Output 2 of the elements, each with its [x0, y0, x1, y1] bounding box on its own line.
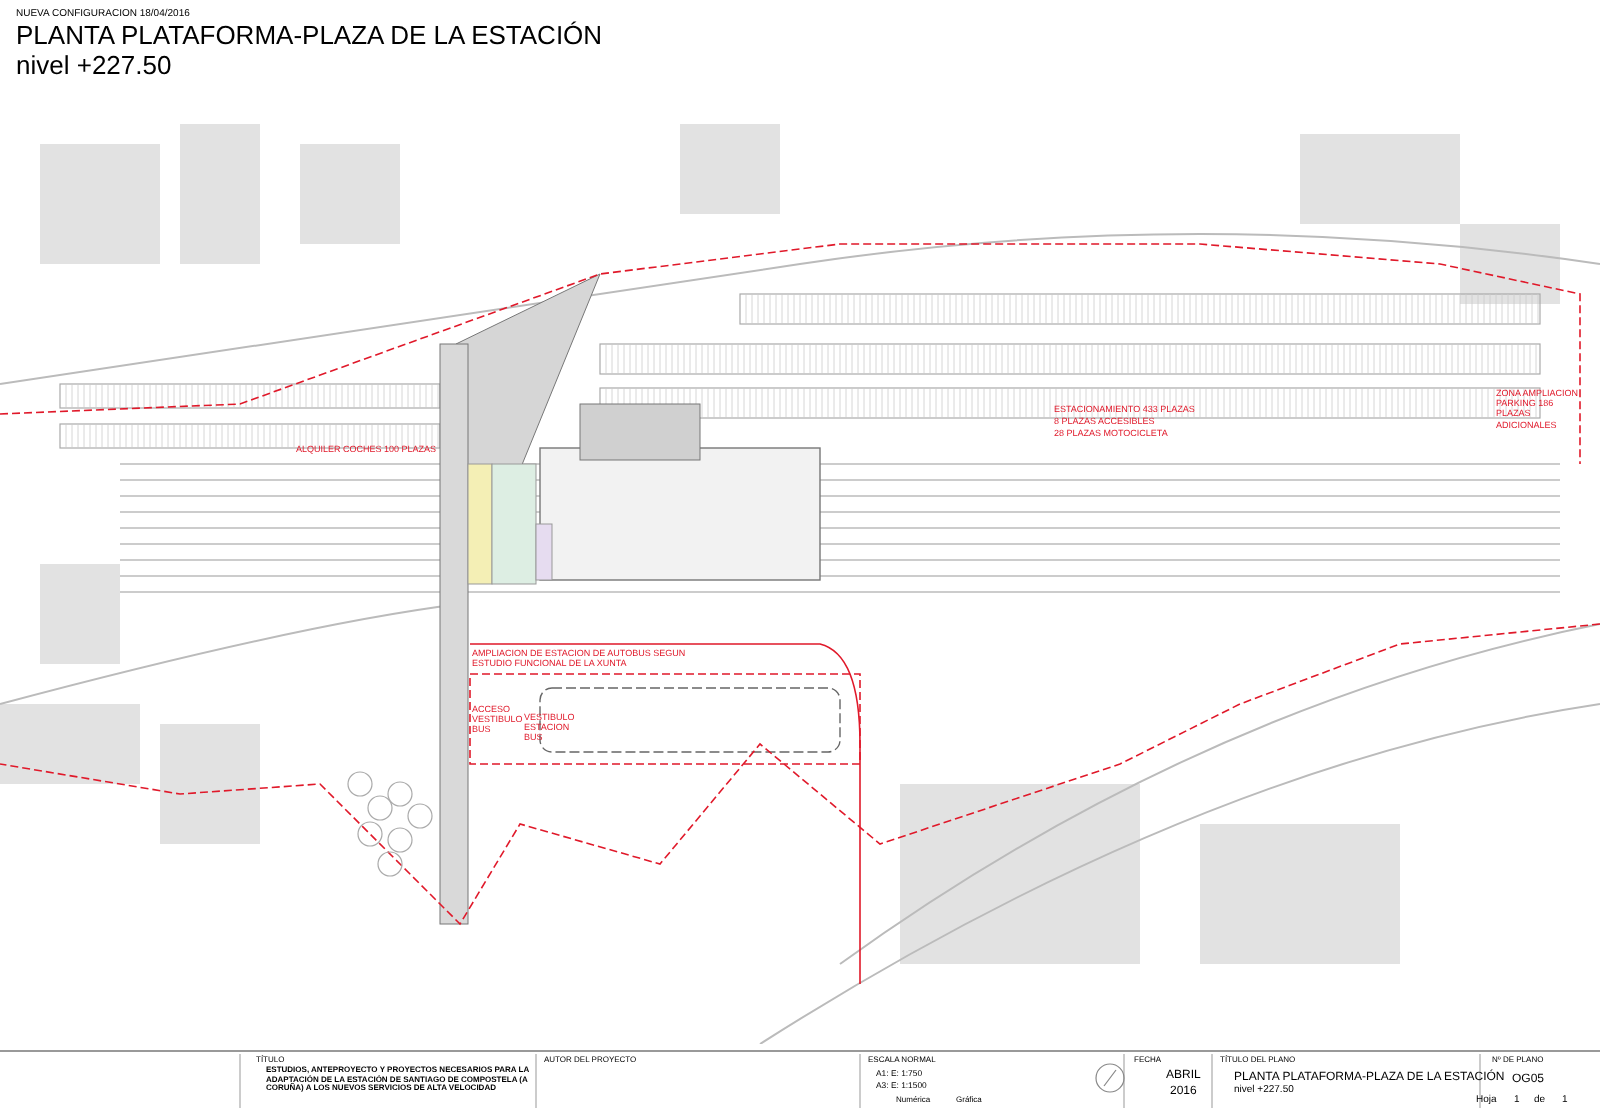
drawing-subtitle: nivel +227.50 [16, 52, 172, 82]
drawing-title: PLANTA PLATAFORMA-PLAZA DE LA ESTACIÓN [16, 22, 603, 52]
